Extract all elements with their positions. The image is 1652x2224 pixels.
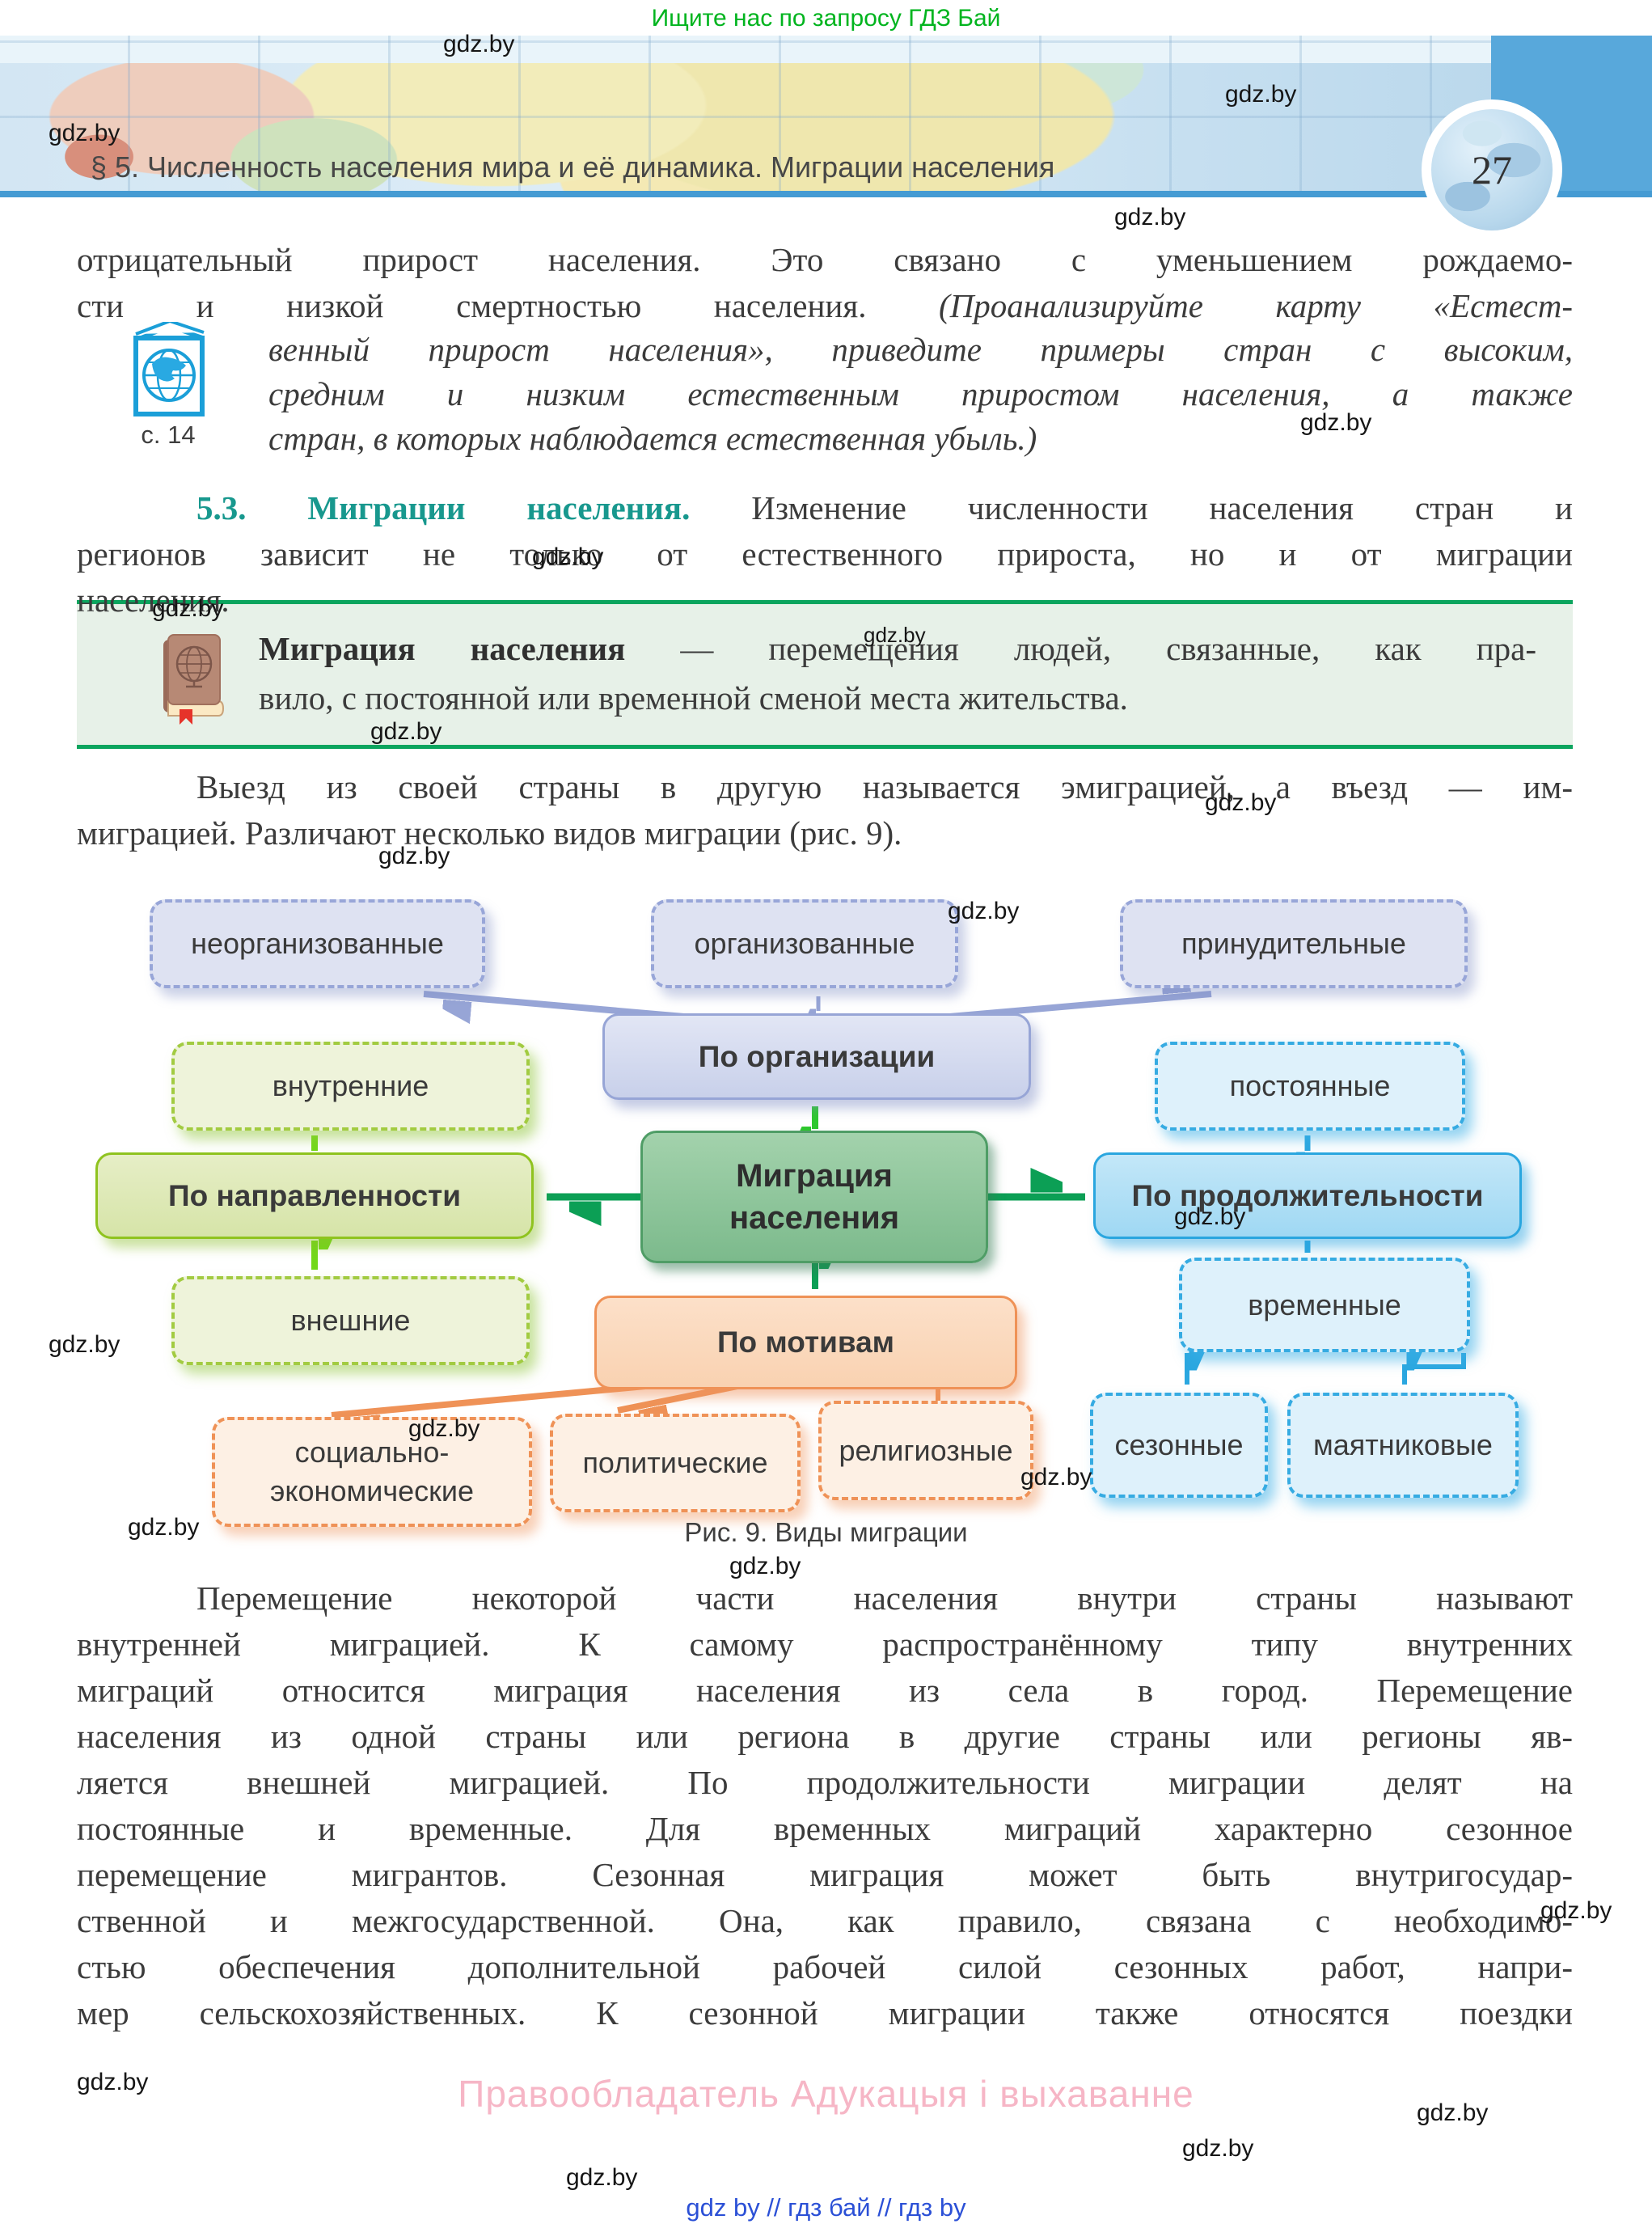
text-line: стью обеспечения дополнительной рабочей … <box>77 1948 1573 1985</box>
diagram-box-seasonal: сезонные <box>1090 1393 1268 1498</box>
text-line: Перемещение некоторой части населения вн… <box>196 1579 1573 1617</box>
diagram-box-socioeconomic: социально- экономические <box>212 1417 532 1527</box>
gdz-watermark: gdz.by <box>378 843 450 869</box>
margin-page-ref: с. 14 <box>141 421 196 449</box>
text-line: сти и низкой смертностью населения. (Про… <box>77 287 1574 324</box>
text-line: населения из одной страны или региона в … <box>77 1718 1573 1755</box>
section-heading: 5.3. Миграции населения. <box>196 489 691 526</box>
gdz-watermark: gdz.by <box>443 31 515 57</box>
paragraph-natural-growth-cont: венный прирост населения», приведите при… <box>268 328 1573 461</box>
text-line: Выезд из своей страны в другую называетс… <box>196 768 1573 805</box>
text-line: населения. <box>77 581 230 619</box>
diagram-box-by-motive: По мотивам <box>594 1296 1017 1389</box>
header-underline <box>0 191 1652 197</box>
text-line: постоянные и временные. Для временных ми… <box>77 1810 1573 1847</box>
promo-banner: Ищите нас по запросу ГДЗ Бай <box>651 5 1001 32</box>
text-line: внутренней миграцией. К самому распростр… <box>77 1626 1573 1663</box>
diagram-box-by-direction: По направленности <box>95 1152 534 1239</box>
text-line: 5.3. Миграции населения. Изменение числе… <box>196 489 1573 526</box>
diagram-box-organized: организованные <box>651 899 958 988</box>
text-line: миграций относится миграция населения из… <box>77 1672 1573 1709</box>
gdz-watermark: gdz.by <box>1182 2135 1254 2162</box>
gdz-watermark: gdz.by <box>566 2164 638 2191</box>
definition-box: Миграция населения — перемещения людей, … <box>77 600 1573 749</box>
gdz-watermark: gdz.by <box>152 595 224 622</box>
footer-links[interactable]: gdz by // гдз бай // гдз by <box>686 2193 966 2222</box>
gdz-watermark: gdz.by <box>128 1514 200 1541</box>
diagram-box-permanent: постоянные <box>1155 1042 1465 1131</box>
gdz-watermark: gdz.by <box>49 1331 120 1358</box>
diagram-box-forced: принудительные <box>1120 899 1468 988</box>
diagram-box-religious: религиозные <box>818 1401 1033 1500</box>
diagram-box-internal: внутренние <box>171 1042 530 1131</box>
diagram-box-by-organization: По организации <box>602 1013 1031 1100</box>
text-line: отрицательный прирост населения. Это свя… <box>77 241 1573 278</box>
gdz-watermark: gdz.by <box>729 1553 801 1579</box>
diagram-box-temporary: временные <box>1179 1258 1470 1352</box>
text-line: регионов зависит не только от естественн… <box>77 535 1573 573</box>
gdz-watermark: gdz.by <box>864 623 926 647</box>
definition-text: Миграция населения — перемещения людей, … <box>259 624 1536 723</box>
text-line: ляется внешней миграцией. По продолжител… <box>77 1764 1573 1801</box>
gdz-watermark: gdz.by <box>1417 2099 1489 2126</box>
gdz-watermark: gdz.by <box>49 120 120 146</box>
text-line: мер сельскохозяйственных. К сезонной миг… <box>77 1994 1573 2032</box>
diagram-box-pendulum: маятниковые <box>1287 1393 1519 1498</box>
gdz-watermark: gdz.by <box>1205 789 1277 816</box>
text-line: вило, с постоянной или временной сменой … <box>259 679 1128 717</box>
diagram-box-center-migration: Миграция населения <box>640 1131 988 1263</box>
paragraph-natural-growth: отрицательный прирост населения. Это свя… <box>77 237 1573 329</box>
globe-icon: 27 <box>1422 99 1562 240</box>
page-number: 27 <box>1472 147 1512 192</box>
definition-term: Миграция населения <box>259 630 626 667</box>
text-line: Миграция населения — перемещения людей, … <box>259 630 1536 667</box>
figure-caption: Рис. 9. Виды миграции <box>684 1517 968 1547</box>
chapter-title: § 5. Численность населения мира и её дин… <box>91 150 1055 184</box>
gdz-watermark: gdz.by <box>532 543 604 570</box>
text-line: средним и низким естественным приростом … <box>268 375 1573 412</box>
gdz-watermark: gdz.by <box>370 718 442 745</box>
gdz-watermark: gdz.by <box>948 898 1020 924</box>
section-5-3: 5.3. Миграции населения. Изменение числе… <box>77 485 1573 624</box>
gdz-watermark: gdz.by <box>1540 1897 1612 1924</box>
paragraph-internal-migration: Перемещение некоторой части населения вн… <box>77 1575 1573 2036</box>
diagram-box-by-duration: По продолжительности <box>1093 1152 1522 1239</box>
gdz-watermark: gdz.by <box>1174 1203 1246 1230</box>
gdz-watermark: gdz.by <box>1114 204 1186 230</box>
diagram-box-unorganized: неорганизованные <box>150 899 485 988</box>
text-line: стран, в которых наблюдается естественна… <box>268 420 1037 457</box>
paragraph-emigration: Выезд из своей страны в другую называетс… <box>77 764 1573 856</box>
diagram-box-external: внешние <box>171 1276 530 1365</box>
text-line: миграцией. Различают несколько видов миг… <box>77 814 902 852</box>
gdz-watermark: gdz.by <box>1225 81 1297 108</box>
gdz-watermark: gdz.by <box>1020 1464 1092 1490</box>
gdz-watermark: gdz.by <box>77 2069 149 2095</box>
copyright-text: Правообладатель Адукацыя і выхаванне <box>458 2073 1194 2115</box>
atlas-map-icon <box>128 319 209 423</box>
book-icon <box>162 633 226 730</box>
text-line: ственной и межгосударственной. Она, как … <box>77 1902 1573 1939</box>
header-map-band <box>0 36 1652 191</box>
diagram-box-political: политические <box>550 1414 801 1512</box>
gdz-watermark: gdz.by <box>408 1415 480 1442</box>
text-line: перемещение мигрантов. Сезонная миграция… <box>77 1856 1573 1893</box>
text-line: венный прирост населения», приведите при… <box>268 331 1573 368</box>
gdz-watermark: gdz.by <box>1300 409 1372 436</box>
